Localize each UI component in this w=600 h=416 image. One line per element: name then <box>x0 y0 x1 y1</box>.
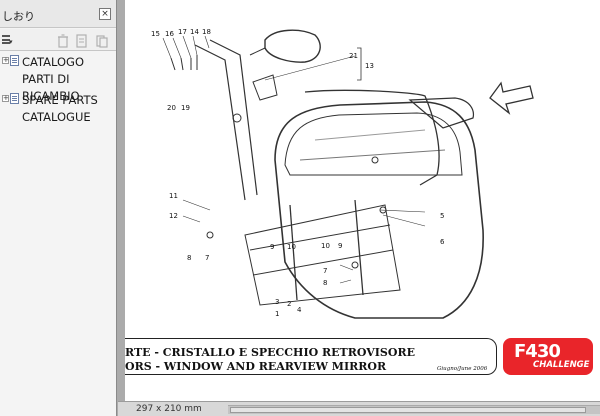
callout-number: 14 <box>190 28 199 36</box>
window-glass <box>284 112 463 176</box>
guide-rod <box>194 44 246 201</box>
options-menu-icon <box>2 35 10 44</box>
direction-arrow <box>489 81 534 115</box>
page-size-readout: 297 x 210 mm <box>136 404 202 414</box>
bookmark-label[interactable]: SPARE PARTS CATALOGUE <box>22 93 98 124</box>
callout-number: 9 <box>270 243 274 251</box>
callout-number: 10 <box>321 242 330 250</box>
callout-number: 15 <box>151 30 160 38</box>
callout-number: 2 <box>287 300 291 308</box>
callout-number: 4 <box>297 306 302 314</box>
callout-number: 20 <box>167 104 176 112</box>
mirror-glass <box>252 74 278 101</box>
quarter-glass <box>408 97 475 129</box>
delete-bookmark-button[interactable] <box>57 33 69 48</box>
bookmarks-panel-title: しおり <box>2 10 35 23</box>
callout-number: 16 <box>165 30 174 38</box>
callout-number: 8 <box>187 254 191 262</box>
callout-number: 3 <box>275 298 279 306</box>
bookmarks-toolbar: ▾ <box>0 29 116 51</box>
bookmark-page-icon <box>10 93 19 104</box>
expand-bookmark-icon <box>96 35 108 48</box>
callout-number: 12 <box>169 212 178 220</box>
rearview-mirror <box>264 29 321 63</box>
pdf-page: 15 16 17 14 18 21 13 20 19 11 12 8 7 9 1… <box>125 0 600 401</box>
bookmark-item-catalogo[interactable]: + CATALOGO PARTI DI RICAMBIO <box>2 54 116 103</box>
callout-number: 1 <box>275 310 279 318</box>
caption-title-english: ORS - WINDOW AND REARVIEW MIRROR <box>125 360 387 373</box>
bookmark-item-spare-parts[interactable]: + SPARE PARTS CATALOGUE <box>2 92 116 126</box>
callout-number: 18 <box>202 28 211 36</box>
status-bar: 297 x 210 mm <box>118 401 600 416</box>
callout-number: 7 <box>205 254 209 262</box>
document-view[interactable]: 15 16 17 14 18 21 13 20 19 11 12 8 7 9 1… <box>118 0 600 401</box>
expand-bookmark-toggle[interactable]: + <box>2 94 9 102</box>
callout-number: 5 <box>440 212 444 220</box>
trash-icon <box>58 34 68 48</box>
caption-date: Giugno/June 2006 <box>437 366 488 372</box>
new-bookmark-button[interactable] <box>76 33 88 48</box>
expand-bookmark-button[interactable] <box>96 33 108 48</box>
chevron-down-icon: ▾ <box>9 38 13 46</box>
f430-challenge-logo: F430 CHALLENGE <box>503 338 593 375</box>
caption-title-italian: RTE - CRISTALLO E SPECCHIO RETROVISORE <box>125 346 415 359</box>
callout-number: 9 <box>338 242 342 250</box>
callout-number: 17 <box>178 28 187 36</box>
callout-number: 7 <box>323 267 327 275</box>
logo-sub-text: CHALLENGE <box>533 360 590 370</box>
bookmarks-panel-header: しおり × <box>0 0 116 28</box>
callout-number: 19 <box>181 104 190 112</box>
new-bookmark-icon <box>76 34 87 48</box>
bookmark-label[interactable]: CATALOGO PARTI DI RICAMBIO <box>22 55 85 103</box>
bookmarks-panel: しおり × ▾ + <box>0 0 117 416</box>
horizontal-scrollbar[interactable] <box>228 405 600 414</box>
exploded-parts-diagram: 15 16 17 14 18 21 13 20 19 11 12 8 7 9 1… <box>151 28 534 319</box>
callout-number: 10 <box>287 243 296 251</box>
callout-number: 6 <box>440 238 445 246</box>
bookmark-page-icon <box>10 55 19 66</box>
logo-model-text: F430 <box>514 341 561 362</box>
caption-box: RTE - CRISTALLO E SPECCHIO RETROVISORE O… <box>125 338 497 375</box>
callout-number: 21 <box>349 52 358 60</box>
door-outer-panel <box>304 89 440 186</box>
scrollbar-thumb[interactable] <box>230 407 586 413</box>
callout-number: 8 <box>323 279 327 287</box>
close-panel-button[interactable]: × <box>99 8 111 20</box>
callout-number: 13 <box>365 62 374 70</box>
options-menu-button[interactable]: ▾ <box>0 33 14 47</box>
callout-number: 11 <box>169 192 178 200</box>
expand-bookmark-toggle[interactable]: + <box>2 56 9 64</box>
door-shell <box>274 101 484 319</box>
regulator-frame <box>244 204 401 306</box>
